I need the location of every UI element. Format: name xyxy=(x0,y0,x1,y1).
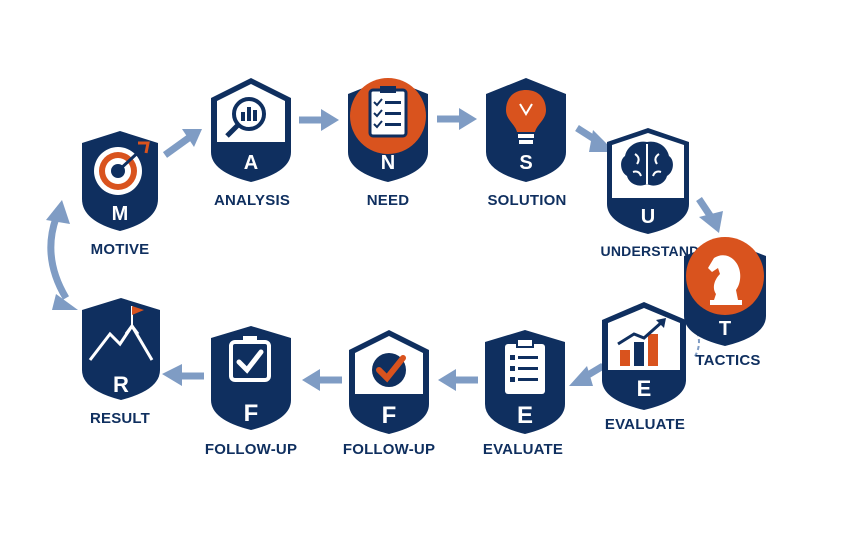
step-understand-shield: U xyxy=(603,126,693,236)
step-label-understand: UNDERSTAND xyxy=(600,243,700,259)
step-label-followup-badge: FOLLOW-UP xyxy=(342,441,436,458)
arrow-analysis-need xyxy=(299,109,339,131)
step-need-shield: N xyxy=(344,76,432,184)
arrow-followup-followup xyxy=(302,369,342,391)
step-label-solution: SOLUTION xyxy=(487,192,567,209)
magnifier-chart-icon xyxy=(225,97,266,138)
step-letter: E xyxy=(636,376,652,401)
step-followup-checkbox-shield: F xyxy=(207,324,295,432)
mountain-flag-icon xyxy=(88,306,154,361)
step-letter: S xyxy=(519,152,533,174)
arrow-need-solution xyxy=(437,108,477,130)
step-letter: F xyxy=(381,402,397,429)
step-solution-shield: S xyxy=(482,76,570,184)
checklist-icon xyxy=(368,86,408,138)
arrow-motive-analysis xyxy=(162,129,202,158)
step-label-analysis: ANALYSIS xyxy=(213,192,291,209)
arrow-evaluate-followup xyxy=(438,369,478,391)
step-letter: R xyxy=(113,372,129,397)
step-motive-shield: M xyxy=(78,129,162,233)
step-letter: A xyxy=(243,152,259,174)
step-letter: M xyxy=(111,203,129,225)
step-evaluate-bottom-shield: E xyxy=(481,328,569,436)
check-badge-icon xyxy=(372,353,406,387)
step-label-need: NEED xyxy=(366,192,410,209)
step-letter: F xyxy=(243,400,259,427)
clipboard-list-icon xyxy=(505,338,545,394)
bar-chart-growth-icon xyxy=(617,318,666,366)
arrow-followup-result xyxy=(162,364,204,386)
step-followup-badge-shield: F xyxy=(345,328,433,436)
checkbox-icon xyxy=(229,336,271,382)
step-label-tactics: TACTICS xyxy=(695,352,761,369)
target-icon xyxy=(94,141,150,195)
step-analysis-shield: A xyxy=(207,76,295,184)
step-evaluate-right-shield: E xyxy=(598,300,690,412)
step-letter: N xyxy=(380,152,396,174)
step-label-followup-checkbox: FOLLOW-UP xyxy=(204,441,298,458)
step-label-motive: MOTIVE xyxy=(90,241,150,258)
brain-icon xyxy=(621,141,673,186)
chess-knight-icon xyxy=(708,255,742,305)
lightbulb-icon xyxy=(506,90,546,144)
step-letter: E xyxy=(516,402,533,429)
step-label-evaluate-bottom: EVALUATE xyxy=(482,441,564,458)
arrow-evaluate-evaluate xyxy=(569,362,605,386)
step-label-result: RESULT xyxy=(89,410,151,427)
arrow-understand-tactics xyxy=(696,197,723,233)
step-letter: U xyxy=(640,206,656,228)
step-label-evaluate-right: EVALUATE xyxy=(604,416,686,433)
step-tactics-shield: T xyxy=(680,237,770,348)
step-result-shield: R xyxy=(78,296,164,402)
step-letter: T xyxy=(718,318,732,340)
arrow-result-motive xyxy=(46,200,78,310)
